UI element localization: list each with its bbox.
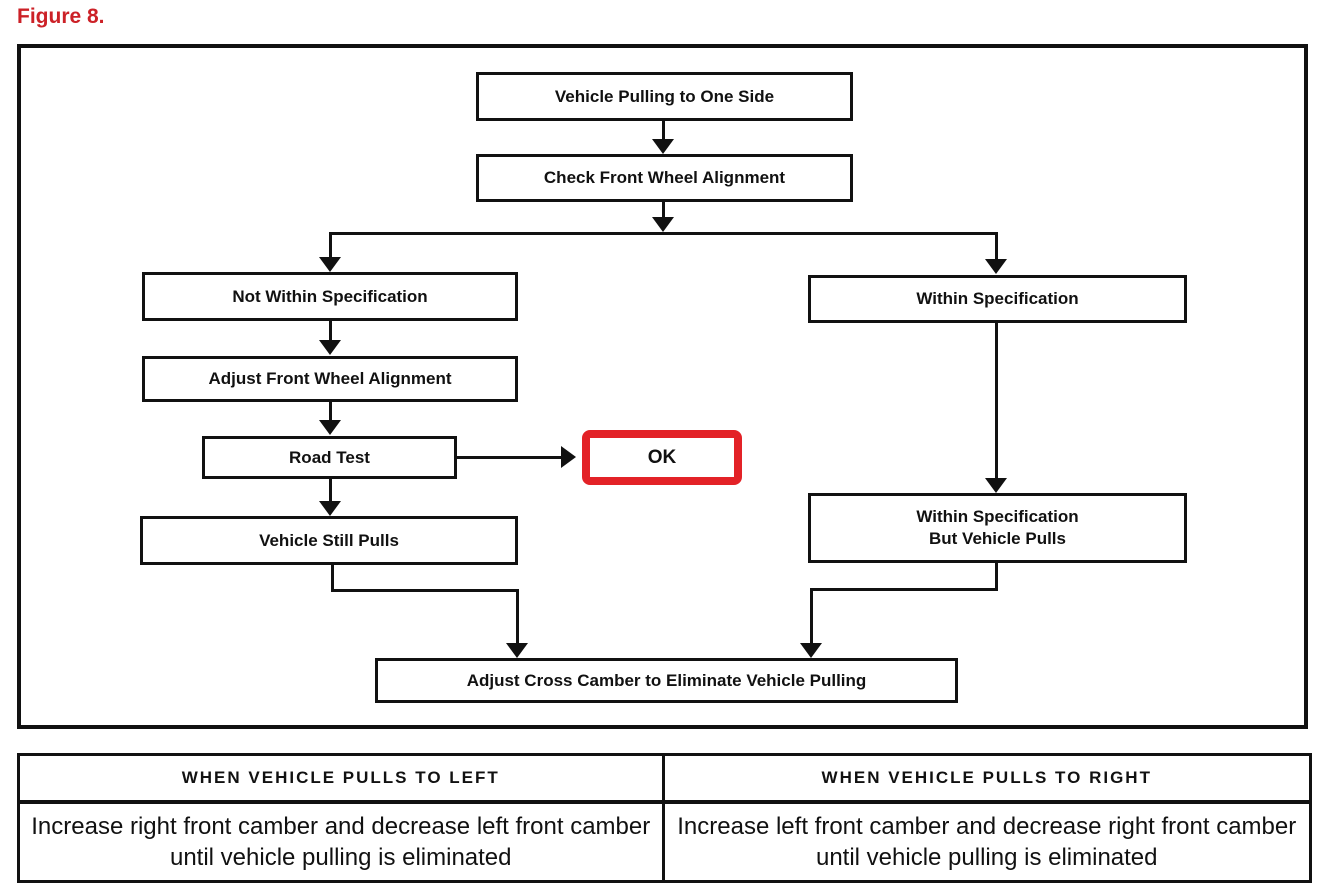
flow-node-not-within-specification: Not Within Specification — [142, 272, 518, 321]
flow-node-label: Not Within Specification — [232, 286, 428, 306]
flow-arrowhead-down-icon — [319, 501, 341, 516]
flow-node-road-test: Road Test — [202, 436, 457, 479]
flow-arrowhead-down-icon — [319, 257, 341, 272]
flow-connector — [810, 588, 998, 591]
flow-connector — [662, 121, 665, 141]
flow-arrowhead-down-icon — [985, 478, 1007, 493]
flow-node-label: OK — [647, 446, 677, 468]
flow-arrowhead-down-icon — [652, 217, 674, 232]
flow-node-vehicle-pulling-to-one-side: Vehicle Pulling to One Side — [476, 72, 853, 121]
flow-connector — [995, 232, 998, 260]
flow-node-label-line1: Within Specification — [916, 507, 1079, 526]
flow-connector — [995, 323, 998, 480]
flow-arrowhead-down-icon — [319, 340, 341, 355]
flow-connector — [331, 565, 334, 592]
flow-node-label-line2: But Vehicle Pulls — [929, 529, 1066, 548]
flow-arrowhead-right-icon — [561, 446, 576, 468]
camber-correction-table: WHEN VEHICLE PULLS TO LEFT WHEN VEHICLE … — [17, 753, 1312, 883]
flow-node-label: Adjust Front Wheel Alignment — [208, 369, 452, 388]
flow-connector — [662, 202, 665, 219]
flow-connector — [810, 588, 813, 645]
figure-label: Figure 8. — [17, 5, 105, 28]
flow-connector — [329, 479, 332, 503]
table-cell-pulls-right: Increase left front camber and decrease … — [677, 813, 1297, 871]
flow-node-label: Adjust Cross Camber to Eliminate Vehicle… — [466, 670, 867, 690]
flow-node-ok: OK — [582, 430, 742, 485]
table-header-pulls-right: WHEN VEHICLE PULLS TO RIGHT — [664, 756, 1309, 804]
flow-connector — [995, 563, 998, 591]
flow-node-check-front-wheel-alignment: Check Front Wheel Alignment — [476, 154, 853, 202]
flow-arrowhead-down-icon — [506, 643, 528, 658]
table-header-pulls-left: WHEN VEHICLE PULLS TO LEFT — [20, 756, 665, 804]
flow-node-vehicle-still-pulls: Vehicle Still Pulls — [140, 516, 518, 565]
flow-node-within-specification-but-vehicle-pulls: Within Specification But Vehicle Pulls — [808, 493, 1187, 563]
flow-node-label: Within Specification — [916, 289, 1079, 308]
flow-arrowhead-down-icon — [652, 139, 674, 154]
flow-node-label: Check Front Wheel Alignment — [543, 168, 786, 187]
flow-connector — [329, 232, 998, 235]
flow-node-label: Vehicle Pulling to One Side — [554, 86, 775, 106]
flow-node-adjust-cross-camber: Adjust Cross Camber to Eliminate Vehicle… — [375, 658, 958, 703]
flow-node-label: Road Test — [289, 447, 370, 467]
flow-arrowhead-down-icon — [800, 643, 822, 658]
flow-connector — [331, 589, 519, 592]
flow-node-label: Vehicle Still Pulls — [259, 530, 399, 550]
flow-arrowhead-down-icon — [985, 259, 1007, 274]
table-cell-pulls-left: Increase right front camber and decrease… — [20, 804, 665, 880]
flow-connector — [329, 232, 332, 258]
flow-node-within-specification: Within Specification — [808, 275, 1187, 323]
flow-connector — [329, 321, 332, 342]
flow-connector — [516, 589, 519, 645]
flow-node-adjust-front-wheel-alignment: Adjust Front Wheel Alignment — [142, 356, 518, 402]
flow-arrowhead-down-icon — [319, 420, 341, 435]
flow-connector — [457, 456, 563, 459]
flow-connector — [329, 402, 332, 422]
